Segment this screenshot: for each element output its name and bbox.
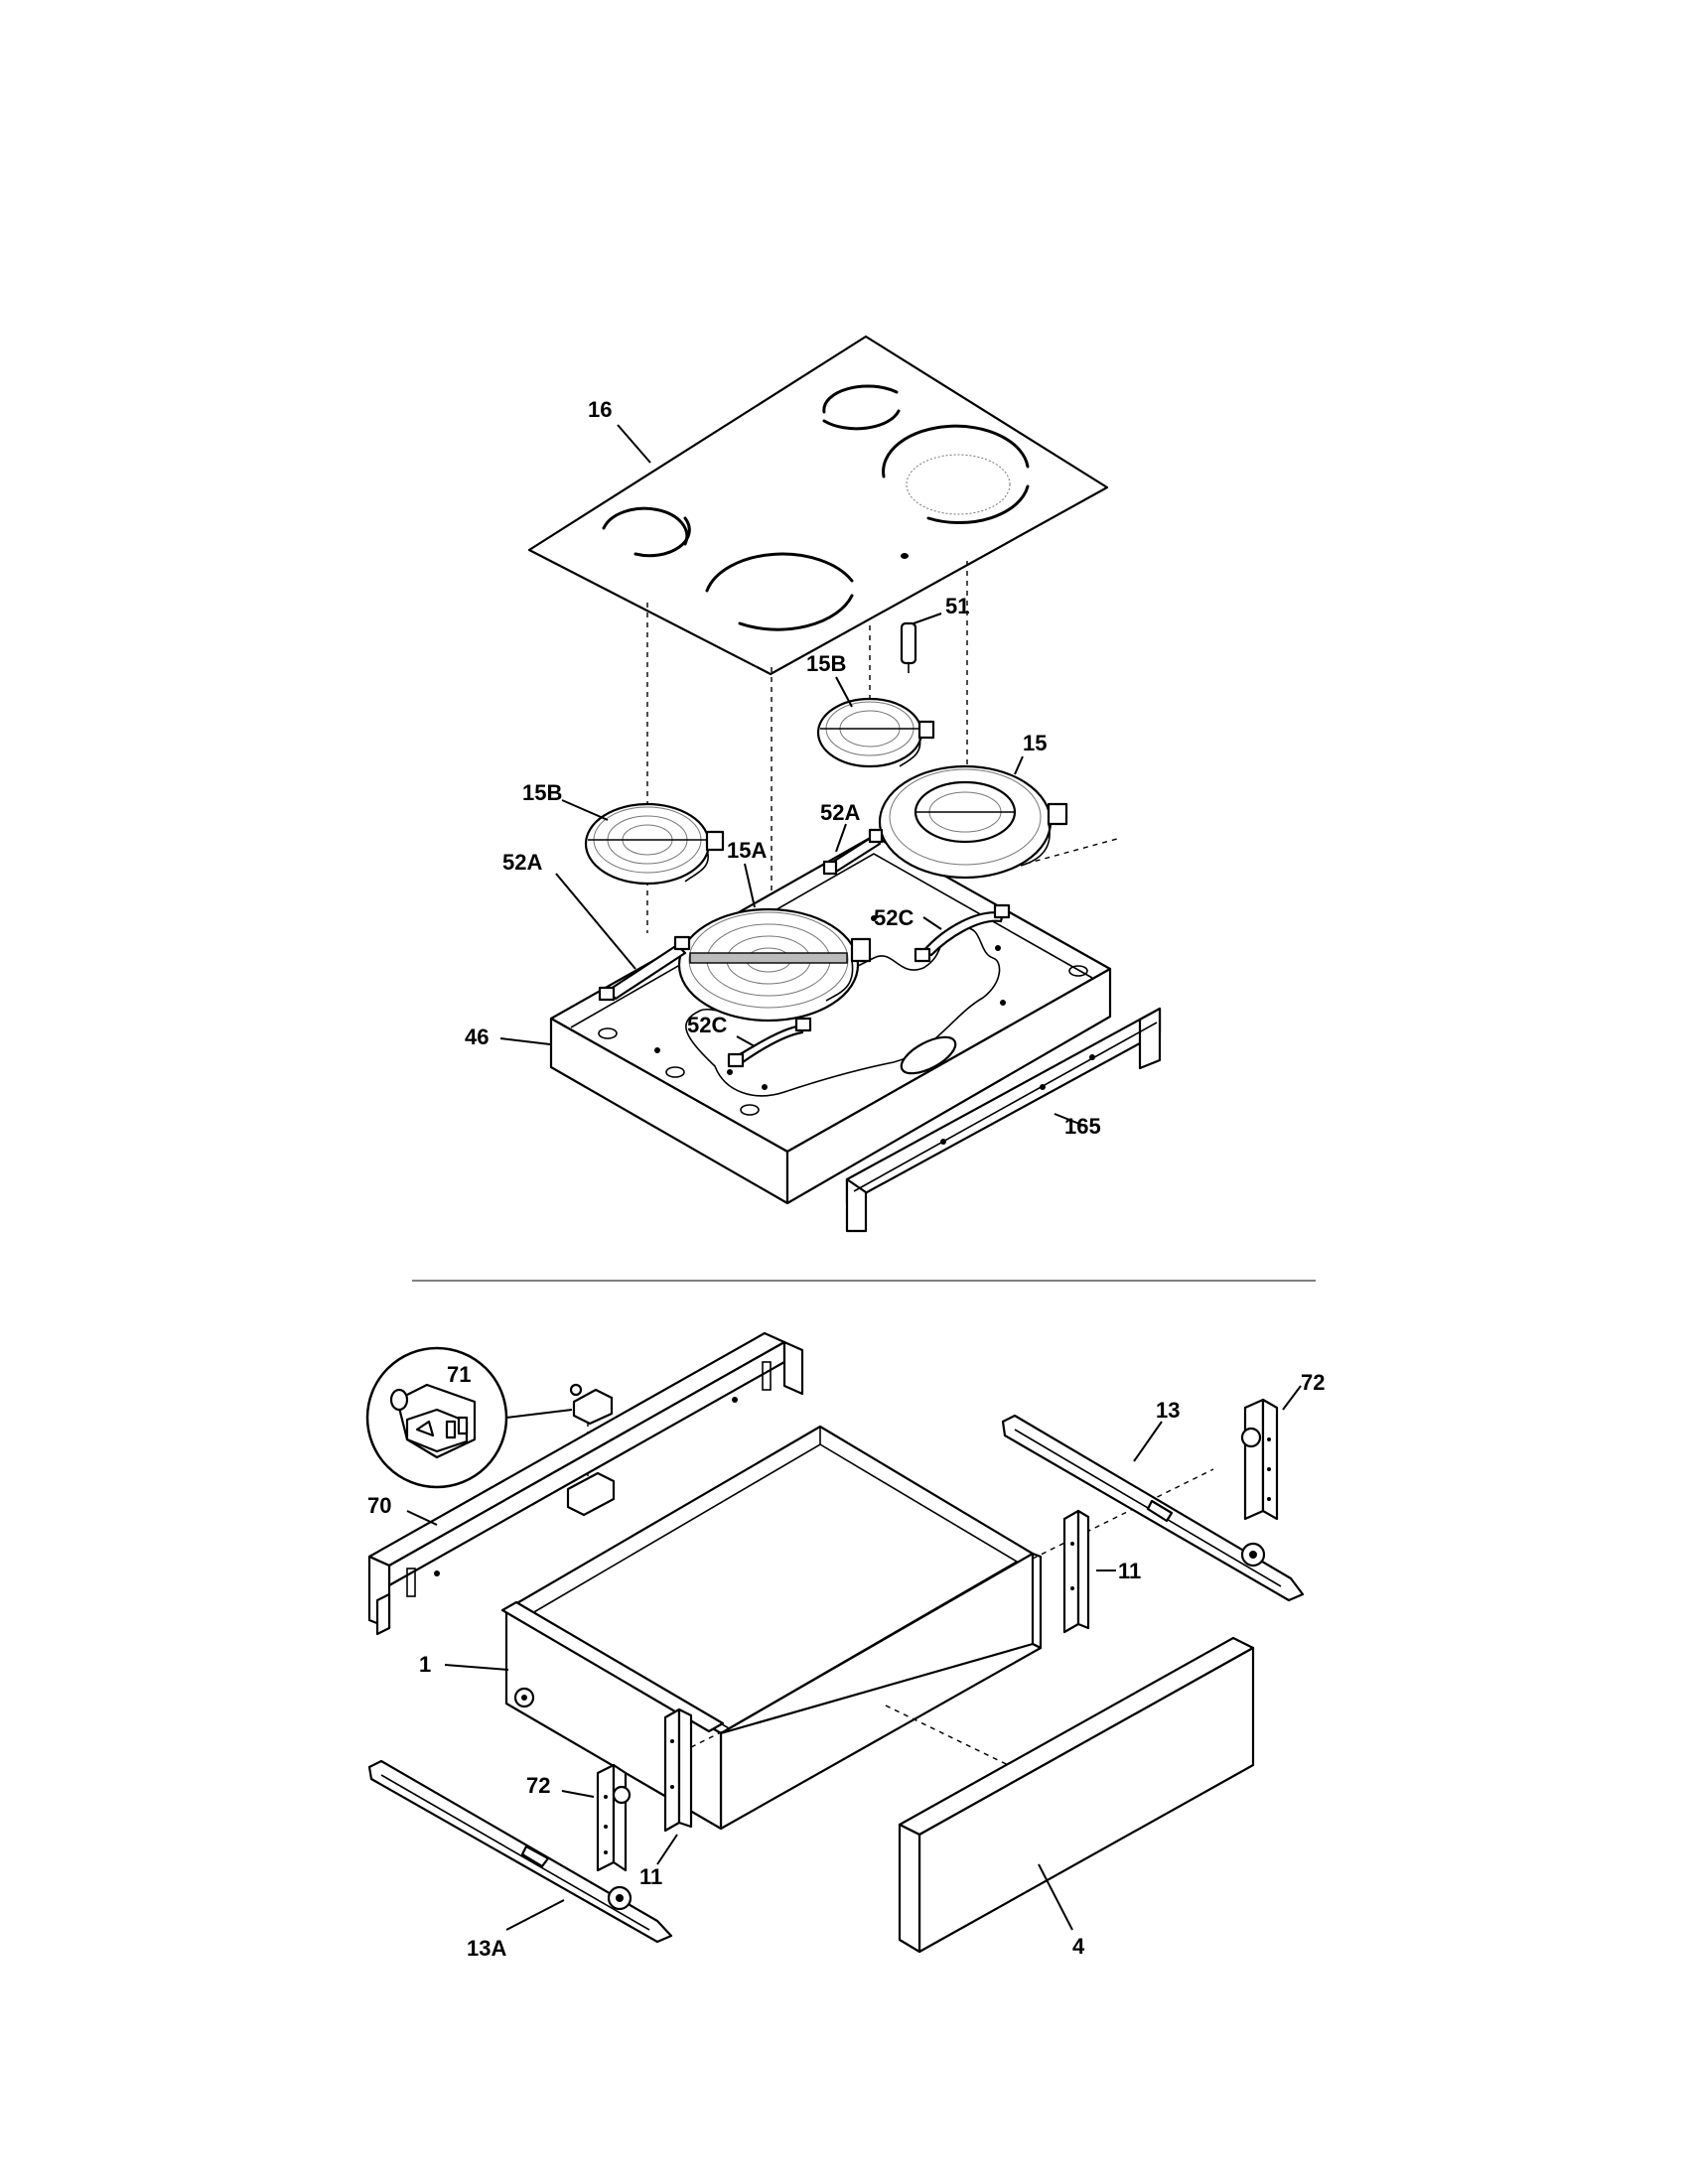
label-11-left: 11 — [639, 1864, 662, 1889]
label-15a: 15A — [727, 838, 767, 863]
bracket-left[interactable] — [598, 935, 691, 1002]
leader-72-right — [1282, 1385, 1302, 1411]
switch-part[interactable] — [900, 621, 917, 673]
leader-13 — [1133, 1421, 1163, 1462]
left-slide[interactable] — [367, 1759, 673, 1944]
label-15b-front: 15B — [522, 780, 562, 805]
label-13: 13 — [1156, 1398, 1180, 1423]
label-11-right: 11 — [1118, 1559, 1141, 1583]
left-rail[interactable] — [663, 1707, 693, 1833]
label-51: 51 — [945, 594, 969, 618]
leader-4 — [1038, 1863, 1073, 1931]
cooktop-glass[interactable] — [527, 335, 1109, 676]
top-leaders — [499, 424, 1085, 1127]
rear-drawer-panel[interactable] — [367, 1331, 804, 1636]
right-bracket[interactable] — [1240, 1398, 1279, 1521]
label-52a-left: 52A — [502, 850, 542, 875]
leader-70 — [406, 1510, 438, 1526]
label-16: 16 — [588, 397, 612, 422]
label-1: 1 — [419, 1652, 431, 1677]
drawer-body[interactable] — [500, 1425, 1214, 1831]
bracket-center-upper[interactable] — [822, 828, 884, 876]
label-15: 15 — [1023, 731, 1047, 755]
right-rail[interactable] — [1062, 1509, 1090, 1634]
leader-1 — [444, 1664, 509, 1671]
leader-13a — [505, 1899, 565, 1931]
label-52a-center: 52A — [820, 800, 860, 825]
switch-detail-callout[interactable] — [365, 1346, 508, 1489]
label-13a: 13A — [467, 1936, 506, 1961]
label-46: 46 — [465, 1024, 489, 1049]
element-front-small[interactable] — [584, 802, 725, 886]
clip-center[interactable] — [727, 1017, 812, 1068]
label-72-left: 72 — [526, 1773, 550, 1798]
label-72-right: 72 — [1301, 1370, 1325, 1395]
label-71: 71 — [447, 1362, 471, 1387]
burner-box[interactable] — [549, 834, 1112, 1205]
label-70: 70 — [367, 1493, 391, 1518]
label-52c-right: 52C — [874, 905, 914, 930]
clip-right[interactable] — [914, 903, 1011, 963]
label-4: 4 — [1072, 1934, 1085, 1959]
element-rear-small[interactable] — [816, 697, 935, 768]
drawer-front[interactable] — [898, 1636, 1255, 1954]
element-rear-large[interactable] — [878, 764, 1068, 880]
rear-rail[interactable] — [845, 1007, 1162, 1233]
leader-72-left — [561, 1790, 595, 1798]
right-slide[interactable] — [1001, 1414, 1305, 1602]
left-bracket[interactable] — [596, 1763, 632, 1872]
label-52c-center: 52C — [687, 1013, 727, 1037]
label-15b-rear: 15B — [806, 651, 846, 676]
drawer-switch[interactable] — [569, 1383, 614, 1426]
label-165: 165 — [1064, 1114, 1101, 1139]
leader-11-left — [656, 1834, 678, 1865]
element-front-large[interactable] — [677, 907, 872, 1023]
leader-71 — [505, 1409, 573, 1419]
